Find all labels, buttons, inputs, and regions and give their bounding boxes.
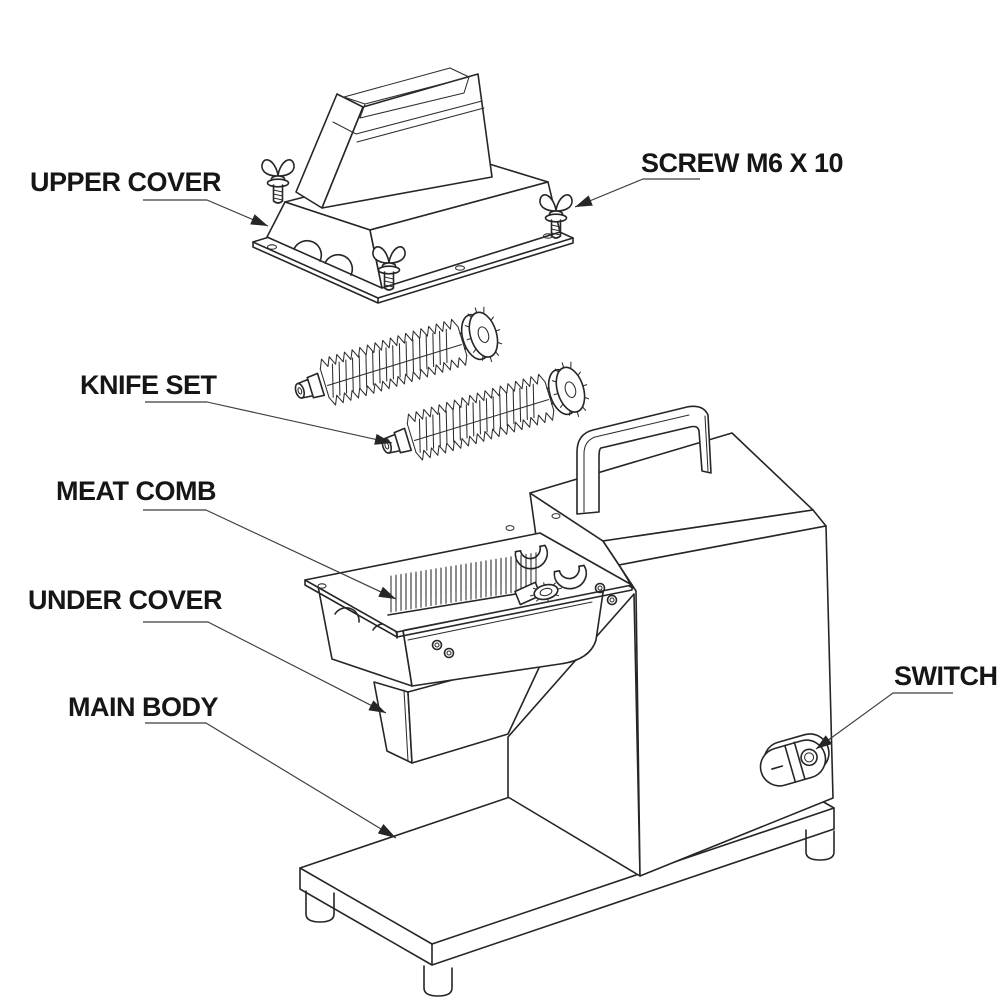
leader-screw [574,178,700,208]
leader-under-cover [143,621,387,714]
outlet-chute [373,654,546,764]
wing-screw [261,158,295,204]
arrowhead-meat-comb [378,586,396,599]
arrowhead-screw [575,195,593,207]
under-cover-tray [304,532,633,687]
arrowhead-under-cover [368,700,386,713]
labels: UPPER COVER SCREW M6 X 10 KNIFE SET MEAT… [28,148,998,722]
switch-off-mark [771,765,784,770]
leader-switch [815,692,953,750]
tray-fasteners [431,582,618,659]
label-knife-set: KNIFE SET [80,370,218,400]
label-under-cover: UNDER COVER [28,585,222,615]
arrowhead-upper-cover [250,214,268,226]
carry-handle [576,405,712,515]
label-main-body: MAIN BODY [68,692,218,722]
leader-main-body [145,722,397,839]
leader-meat-comb [143,509,397,600]
meat-comb [387,552,541,616]
label-meat-comb: MEAT COMB [56,476,216,506]
arrowhead-main-body [377,824,396,838]
knife-roller [374,357,596,475]
feed-funnel [295,67,493,209]
label-switch: SWITCH [894,661,997,691]
drive-coupling [514,581,563,606]
knife-set [287,302,596,475]
callouts [143,178,953,839]
switch-on-mark [800,748,818,767]
label-upper-cover: UPPER COVER [30,167,221,197]
arrowhead-knife-set [374,433,392,445]
arrowhead-switch [816,735,833,749]
upper-cover-part [252,67,574,304]
machine-body [505,432,834,877]
switch-control [759,733,830,787]
leader-upper-cover [143,199,269,227]
label-screw: SCREW M6 X 10 [641,148,843,178]
leader-knife-set [145,401,393,444]
